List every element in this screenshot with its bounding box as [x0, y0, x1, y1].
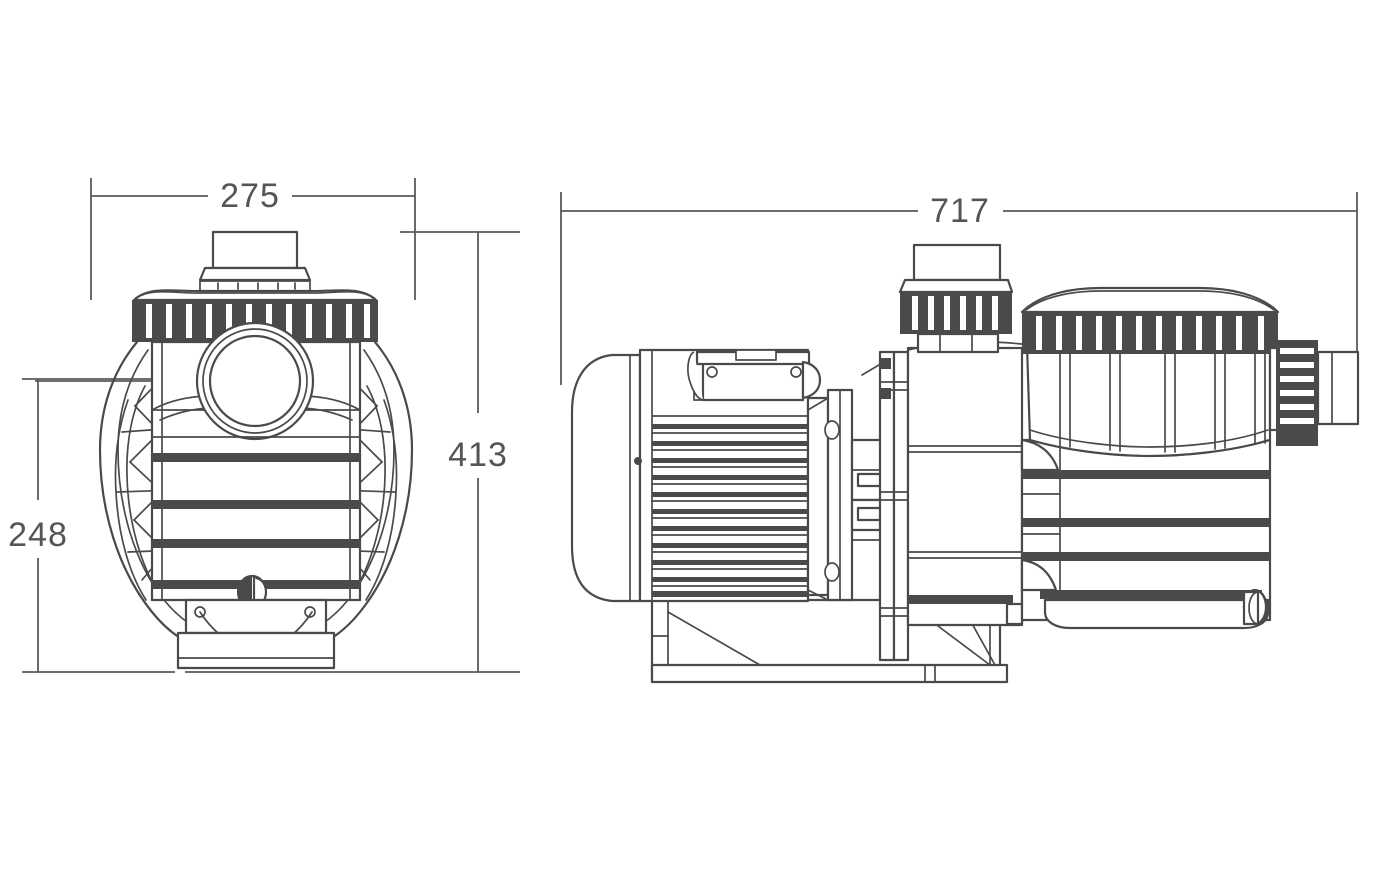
dimension-413: 413: [185, 231, 520, 673]
dimension-717: 717: [560, 192, 1358, 385]
front-band-2: [152, 500, 360, 509]
dim-275-label: 275: [220, 177, 280, 215]
front-suction-port: [195, 321, 315, 441]
dimension-275: 275: [90, 177, 416, 300]
front-outlet-port: [198, 230, 312, 292]
side-view: 717: [560, 192, 1360, 684]
dim-717-label: 717: [930, 192, 990, 230]
side-discharge-port: [898, 243, 1014, 354]
side-pump-volute: [906, 341, 1024, 627]
front-band-3: [152, 539, 360, 548]
front-band-1: [152, 453, 360, 462]
dim-413-label: 413: [448, 436, 508, 474]
dim-248-label: 248: [8, 516, 68, 554]
side-motor-flange: [806, 388, 854, 602]
side-strainer-basket: [1025, 343, 1272, 458]
side-inlet-fitting: [1268, 340, 1360, 446]
side-terminal-box: [687, 349, 822, 402]
side-strainer-lid-dome: [1020, 286, 1280, 314]
side-strainer-lid-collar: [1022, 312, 1278, 354]
side-motor-cooling-fins: [651, 415, 809, 597]
front-base-foot: [176, 598, 336, 670]
front-strainer-lid: [132, 289, 378, 302]
side-motor-rear-bell: [570, 353, 642, 603]
side-strainer-pot: [1020, 438, 1272, 630]
side-motor-housing: [634, 348, 810, 603]
side-drain-plug: [1242, 588, 1268, 626]
front-view: 275 413 248: [8, 177, 520, 673]
side-bolt-columns: [861, 350, 910, 662]
